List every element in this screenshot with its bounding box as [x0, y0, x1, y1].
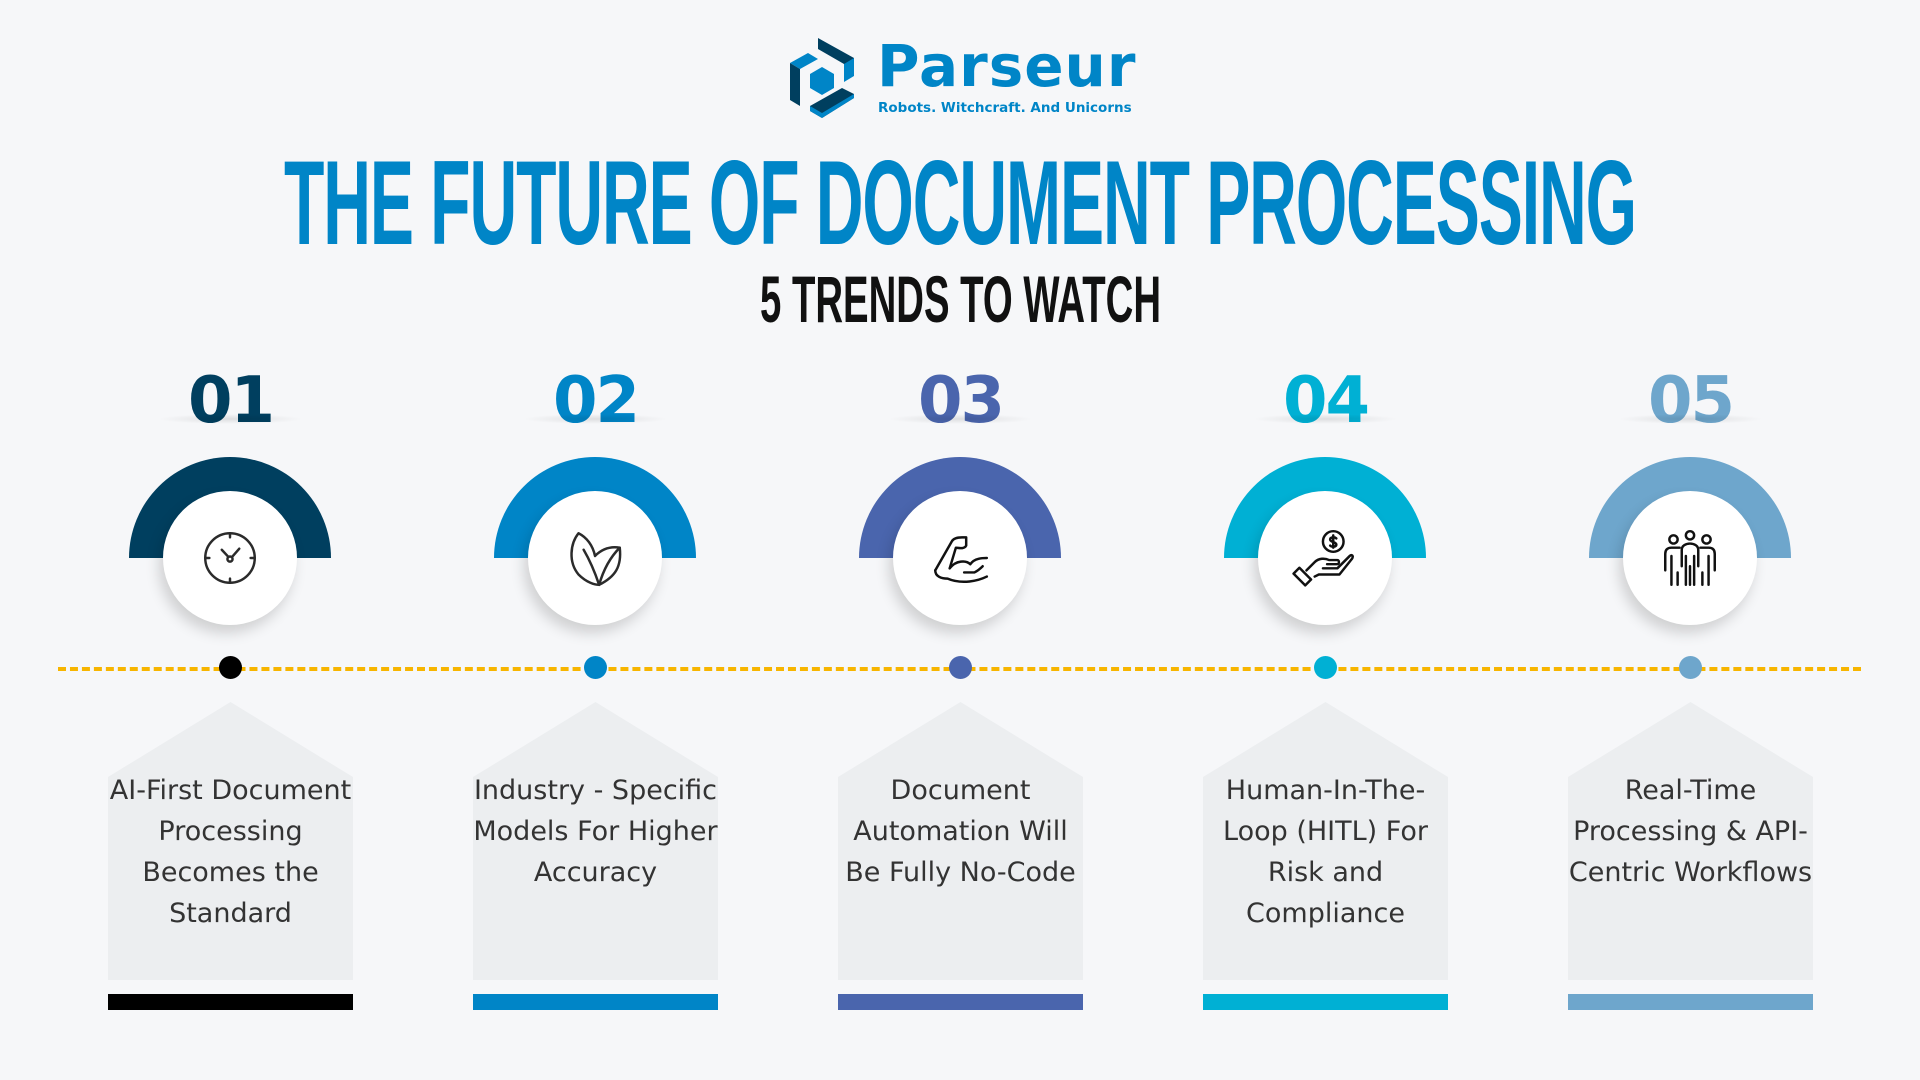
number-shadow — [1618, 414, 1763, 424]
timeline-dot — [949, 656, 972, 679]
trend-bar — [473, 994, 718, 1010]
trend-text: AI-First Document Processing Becomes the… — [109, 775, 352, 929]
trend-item-01: 01 AI-First Document Processing Becomes … — [48, 0, 413, 1080]
trend-item-02: 02 Industry - Specific Models For Higher… — [413, 0, 778, 1080]
trend-bar — [108, 994, 353, 1010]
trend-number: 03 — [917, 366, 1005, 423]
icon-circle — [163, 491, 297, 625]
icon-circle — [893, 491, 1027, 625]
trend-item-03: 03 Document Automation Will Be Fully No-… — [778, 0, 1143, 1080]
timeline-dot — [584, 656, 607, 679]
clock-icon — [204, 532, 256, 584]
trend-item-04: 04 Human-In-The-Loop (HITL) For Risk and… — [1143, 0, 1508, 1080]
timeline-dot — [219, 656, 242, 679]
page-title: THE FUTURE OF DOCUMENT PROCESSING — [284, 136, 1637, 270]
brand-name: Parseur — [877, 32, 1137, 100]
brand-tagline: Robots. Witchcraft. And Unicorns — [878, 100, 1132, 116]
trend-number: 05 — [1647, 366, 1735, 423]
page-subtitle: 5 TRENDS TO WATCH — [760, 262, 1161, 336]
icon-circle — [1623, 491, 1757, 625]
trend-item-05: 05 Real-Time Processing & API-Centric Wo… — [1508, 0, 1873, 1080]
leaf-icon — [570, 532, 622, 587]
trend-bar — [838, 994, 1083, 1010]
trend-bar — [1203, 994, 1448, 1010]
icon-circle — [1258, 491, 1392, 625]
number-shadow — [888, 414, 1033, 424]
trend-text: Human-In-The-Loop (HITL) For Risk and Co… — [1223, 775, 1428, 929]
icon-circle — [528, 491, 662, 625]
parseur-logo-icon — [790, 38, 854, 118]
trend-number: 01 — [187, 366, 275, 423]
trend-bar — [1568, 994, 1813, 1010]
number-shadow — [158, 414, 303, 424]
trend-text: Real-Time Processing & API-Centric Workf… — [1568, 775, 1813, 888]
timeline-dot — [1314, 656, 1337, 679]
flexed-arm-icon — [934, 536, 989, 584]
trend-text: Document Automation Will Be Fully No-Cod… — [845, 775, 1076, 888]
trend-number: 04 — [1282, 366, 1370, 423]
number-shadow — [523, 414, 668, 424]
number-shadow — [1253, 414, 1398, 424]
timeline-dot — [1679, 656, 1702, 679]
trend-text: Industry - Specific Models For Higher Ac… — [473, 775, 718, 888]
team-icon — [1664, 529, 1716, 587]
trend-number: 02 — [552, 366, 640, 423]
hand-coin-icon — [1292, 529, 1354, 587]
